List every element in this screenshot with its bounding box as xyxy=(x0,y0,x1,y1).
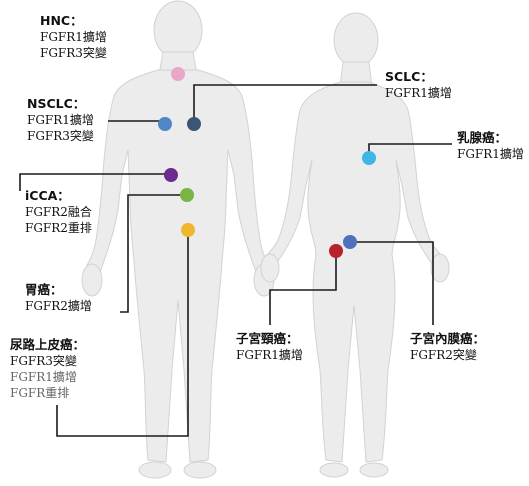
label-hnc: HNC： FGFR1擴增 FGFR3突變 xyxy=(40,13,107,61)
label-hnc-line-1: FGFR1擴增 xyxy=(40,29,107,45)
marker-icca xyxy=(164,168,178,182)
label-cervical: 子宮頸癌： FGFR1擴增 xyxy=(236,331,303,363)
label-urothelial-line-3: FGFR重排 xyxy=(10,385,85,401)
marker-urothelial xyxy=(181,223,195,237)
label-hnc-line-2: FGFR3突變 xyxy=(40,45,107,61)
label-urothelial-title: 尿路上皮癌： xyxy=(10,337,85,353)
label-icca-line-2: FGFR2重排 xyxy=(25,220,92,236)
marker-cervical xyxy=(329,244,343,258)
label-endometrial-title: 子宮內膜癌： xyxy=(410,331,485,347)
label-urothelial-line-2: FGFR1擴增 xyxy=(10,369,85,385)
label-hnc-title: HNC： xyxy=(40,13,107,29)
label-nsclc-title: NSCLC： xyxy=(27,96,94,112)
label-gastric-line-1: FGFR2擴增 xyxy=(25,298,92,314)
label-sclc: SCLC： FGFR1擴增 xyxy=(385,69,452,101)
label-nsclc-line-2: FGFR3突變 xyxy=(27,128,94,144)
label-cervical-line-1: FGFR1擴增 xyxy=(236,347,303,363)
label-endometrial-line-1: FGFR2突變 xyxy=(410,347,485,363)
label-icca-line-1: FGFR2融合 xyxy=(25,204,92,220)
marker-hnc xyxy=(171,67,185,81)
label-breast-line-1: FGFR1擴增 xyxy=(457,146,524,162)
label-sclc-title: SCLC： xyxy=(385,69,452,85)
label-urothelial: 尿路上皮癌： FGFR3突變 FGFR1擴增 FGFR重排 xyxy=(10,337,85,401)
label-gastric: 胃癌： FGFR2擴增 xyxy=(25,282,92,314)
label-icca-title: iCCA： xyxy=(25,188,92,204)
label-nsclc: NSCLC： FGFR1擴增 FGFR3突變 xyxy=(27,96,94,144)
marker-endometrial xyxy=(343,235,357,249)
label-icca: iCCA： FGFR2融合 FGFR2重排 xyxy=(25,188,92,236)
marker-breast xyxy=(362,151,376,165)
label-endometrial: 子宮內膜癌： FGFR2突變 xyxy=(410,331,485,363)
label-breast-title: 乳腺癌： xyxy=(457,130,524,146)
label-nsclc-line-1: FGFR1擴增 xyxy=(27,112,94,128)
label-cervical-title: 子宮頸癌： xyxy=(236,331,303,347)
label-gastric-title: 胃癌： xyxy=(25,282,92,298)
marker-nsclc xyxy=(158,117,172,131)
marker-gastric xyxy=(180,188,194,202)
label-sclc-line-1: FGFR1擴增 xyxy=(385,85,452,101)
marker-sclc xyxy=(187,117,201,131)
label-urothelial-line-1: FGFR3突變 xyxy=(10,353,85,369)
label-breast: 乳腺癌： FGFR1擴增 xyxy=(457,130,524,162)
